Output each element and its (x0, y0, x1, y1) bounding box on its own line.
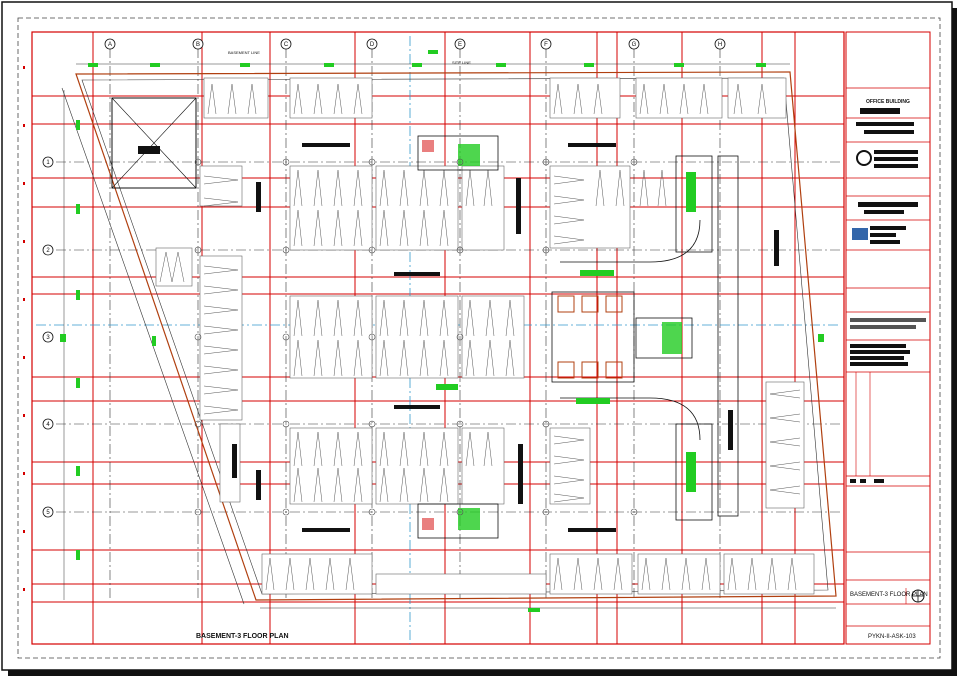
site-line-label: SITE LINE (452, 60, 471, 65)
basement-line-label: BASEMENT LINE (228, 50, 260, 55)
grid-label-c: C (284, 42, 289, 48)
grid-label-f: F (544, 42, 548, 48)
ramp-room (111, 97, 197, 189)
grid-label-3: 3 (46, 335, 50, 341)
margin-ticks (23, 66, 25, 591)
grid-label-2: 2 (46, 248, 50, 254)
project-name: OFFICE BUILDING (866, 99, 910, 105)
stair-core-bottom (417, 503, 499, 539)
lift-lobby (551, 291, 693, 383)
dimension-tags (60, 50, 824, 612)
grid-label-a: A (108, 42, 112, 48)
sheet-shadow-right (952, 8, 957, 676)
sheet-inner-border (17, 17, 941, 659)
row-grid-labels: 1 2 3 4 5 (46, 160, 50, 516)
column-grid-bubbles (104, 38, 726, 50)
column-markers (194, 158, 638, 516)
vehicle-ramps (560, 155, 739, 521)
ramp-arrows (576, 172, 696, 492)
grid-label-g: G (632, 42, 637, 48)
title-block (845, 31, 931, 645)
row-grid-bubbles (42, 156, 54, 518)
column-grid-labels: A B C D E F G H (108, 42, 722, 48)
parking-stall-markers (159, 83, 801, 591)
parking-stalls (155, 77, 815, 595)
grid-label-h: H (718, 42, 722, 48)
drawing-number: PYKN-II-ASK-103 (868, 634, 916, 640)
grid-label-4: 4 (46, 422, 50, 428)
grid-label-e: E (458, 42, 462, 48)
grid-label-b: B (196, 42, 200, 48)
sheet-shadow (8, 670, 954, 676)
grid-label-5: 5 (46, 510, 50, 516)
drawing-title: BASEMENT-3 FLOOR PLAN (196, 633, 289, 640)
stair-core-top (417, 135, 499, 171)
dimension-lines (63, 63, 836, 609)
structural-walls (232, 143, 779, 532)
grid-label-1: 1 (46, 160, 50, 166)
grid-label-d: D (370, 42, 375, 48)
drawing-frame (31, 31, 845, 645)
sheet-title: BASEMENT-3 FLOOR PLAN (850, 592, 928, 598)
